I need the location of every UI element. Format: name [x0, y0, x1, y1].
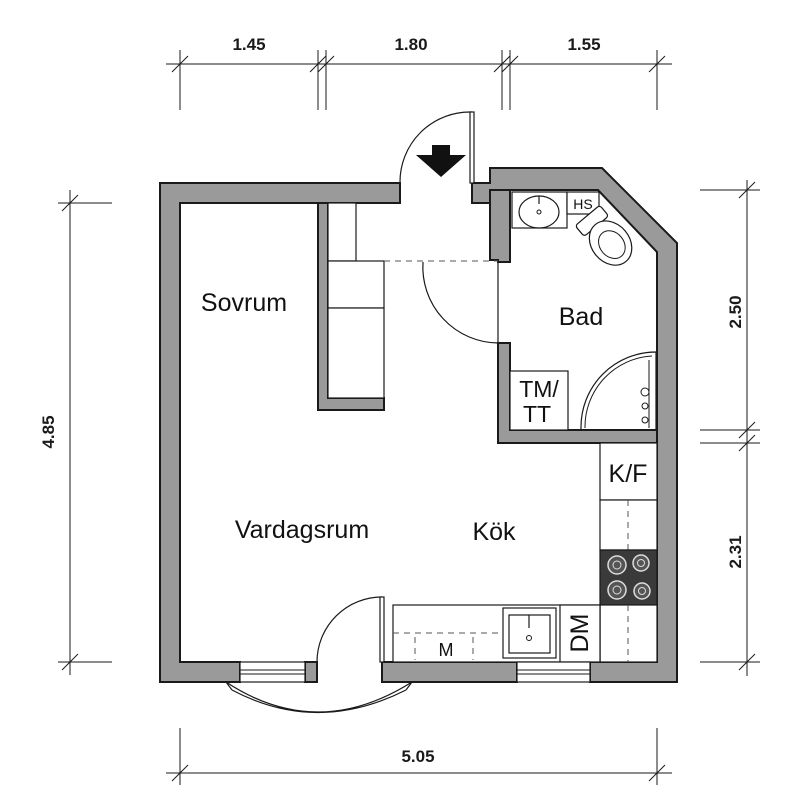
bottom-wall-left [304, 661, 318, 683]
wardrobe-lower [327, 307, 385, 399]
fridge-freezer [599, 442, 658, 501]
stove-icon [599, 549, 658, 606]
bathroom-wall-lower [497, 342, 658, 444]
dimension-left [58, 190, 112, 675]
sink-drain [536, 209, 542, 215]
dim-right-top: 2.50 [726, 295, 745, 328]
entrance-arrow-icon [416, 145, 466, 177]
shower-icon [580, 351, 657, 430]
hs-label: HS [573, 196, 592, 212]
balcony-end-left [225, 681, 233, 691]
dim-bottom: 5.05 [401, 747, 434, 766]
window-left [239, 661, 306, 683]
dim-right-bottom: 2.31 [726, 535, 745, 568]
balcony-door-leaf [379, 596, 385, 663]
balcony-door-swing [316, 596, 383, 663]
balcony [225, 681, 413, 714]
dimension-bottom [166, 728, 672, 785]
wardrobe-middle [327, 260, 385, 309]
tm-label: TM/ [519, 376, 559, 402]
room-kok: Kök [472, 518, 516, 546]
washer-dryer [509, 370, 569, 431]
tt-label: TT [523, 401, 551, 427]
dm-label: DM [566, 614, 594, 653]
wardrobe-upper [327, 202, 357, 262]
kitchen-sink-icon [502, 607, 557, 659]
room-bad: Bad [559, 303, 603, 331]
entrance-door-leaf [469, 111, 475, 184]
hs-cabinet [566, 191, 600, 215]
bathroom-wall [489, 189, 511, 263]
dimension-right [700, 180, 760, 676]
room-vardagsrum: Vardagsrum [235, 516, 369, 544]
bottom-wall-mid [381, 661, 518, 683]
kf-label: K/F [609, 460, 648, 488]
bathroom-door-swing [422, 261, 499, 344]
dim-top-2: 1.80 [394, 35, 427, 54]
toilet-icon [575, 205, 633, 266]
dishwasher [559, 604, 601, 663]
dim-left: 4.85 [39, 415, 58, 448]
balcony-end-right [405, 681, 413, 691]
m-label: M [439, 640, 454, 660]
room-sovrum: Sovrum [201, 289, 287, 317]
dim-top-1: 1.45 [232, 35, 265, 54]
outer-wall [159, 182, 401, 683]
dim-top-3: 1.55 [567, 35, 600, 54]
window-right [516, 661, 591, 683]
dimension-top [166, 50, 672, 110]
